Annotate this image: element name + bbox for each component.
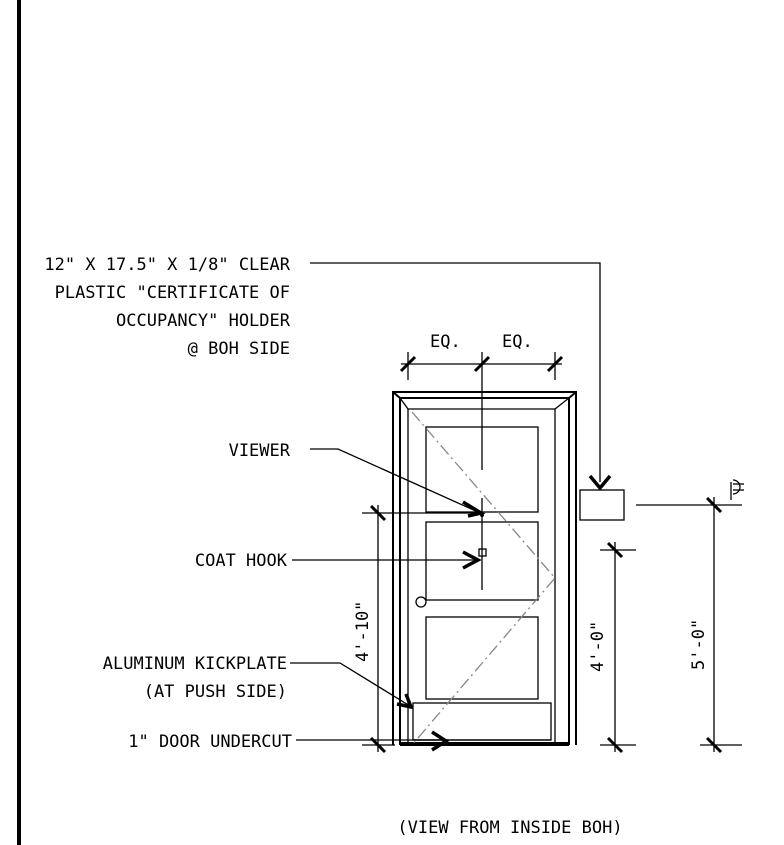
coat-hook-label: COAT HOOK — [195, 551, 288, 571]
viewer-height-label: 4'-10" — [353, 601, 373, 662]
eq-left-label: EQ. — [430, 332, 461, 352]
door-frame — [392, 391, 577, 745]
kickplate-label-line2: (AT PUSH SIDE) — [144, 682, 287, 702]
door-undercut-line — [400, 742, 569, 746]
certificate-holder — [579, 489, 625, 521]
holder-leader — [310, 262, 601, 482]
kickplate-label-line1: ALUMINUM KICKPLATE — [103, 654, 287, 674]
door-swing-line — [411, 411, 556, 746]
eq-right-label: EQ. — [502, 332, 533, 352]
holder-height-dimension — [636, 496, 742, 754]
holder-height-label: 5'-0" — [689, 619, 709, 670]
holder-label-line2: PLASTIC "CERTIFICATE OF — [55, 283, 290, 303]
holder-label-line3: OCCUPANCY" HOLDER — [116, 311, 291, 331]
hook-height-dimension — [600, 541, 636, 754]
undercut-label: 1" DOOR UNDERCUT — [128, 732, 292, 752]
centerline-symbol — [730, 479, 744, 500]
hook-height-label: 4'-0" — [588, 621, 608, 672]
door-leaf — [400, 426, 569, 746]
kickplate-leader — [290, 662, 411, 707]
eq-dimension — [399, 352, 564, 380]
view-caption: (VIEW FROM INSIDE BOH) — [397, 818, 622, 838]
holder-label-line4: @ BOH SIDE — [188, 339, 290, 359]
viewer-leader — [310, 448, 479, 513]
viewer-label: VIEWER — [229, 441, 291, 461]
door-knob — [415, 596, 427, 608]
holder-arrow — [588, 474, 612, 491]
holder-label-line1: 12" X 17.5" X 1/8" CLEAR — [44, 255, 290, 275]
viewer-height-dimension — [362, 504, 478, 754]
